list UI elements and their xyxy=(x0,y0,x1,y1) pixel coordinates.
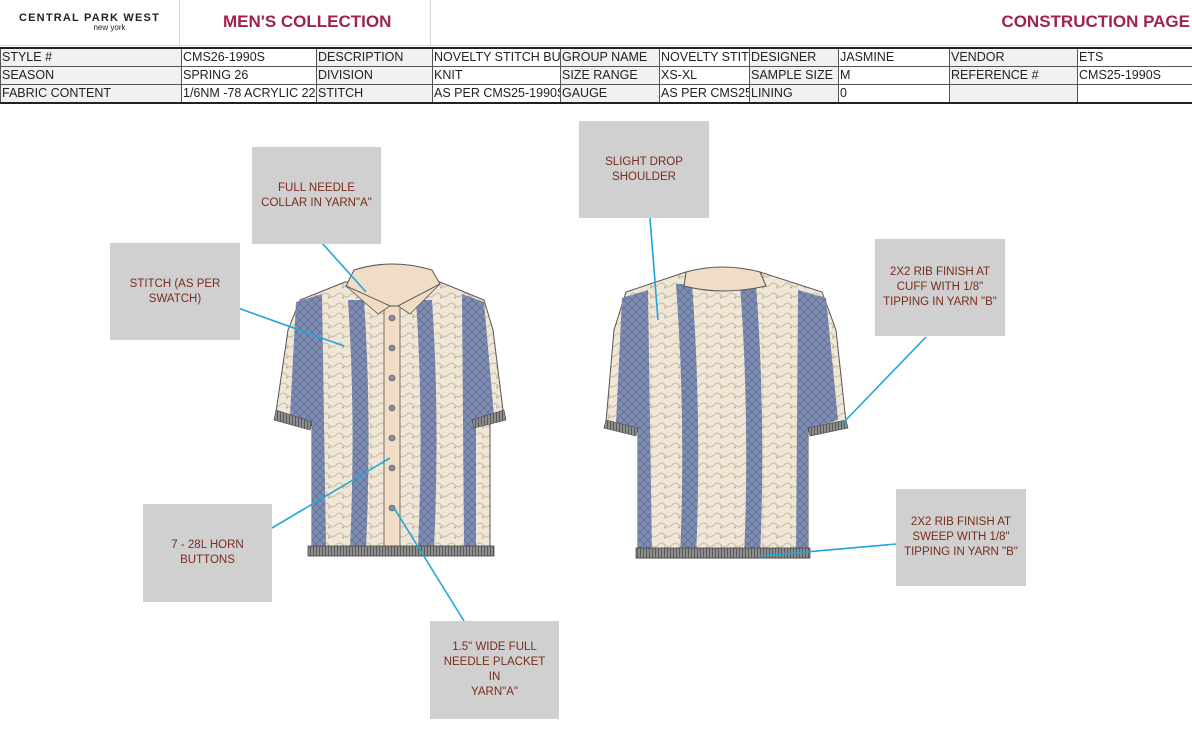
collection-title: MEN'S COLLECTION xyxy=(223,12,392,31)
spec-label: DESIGNER xyxy=(749,47,839,67)
spec-row: SEASON SPRING 26 DIVISION KNIT SIZE RANG… xyxy=(0,66,1192,85)
callout-collar: FULL NEEDLE COLLAR IN YARN"A" xyxy=(252,147,381,244)
spec-label: LINING xyxy=(749,84,839,104)
spec-label: STITCH xyxy=(316,84,433,104)
front-stripe xyxy=(416,300,437,548)
callout-stitch: STITCH (AS PER SWATCH) xyxy=(110,243,240,340)
back-stripe xyxy=(740,284,763,558)
back-stripe xyxy=(796,290,838,558)
front-sweep-rib xyxy=(307,545,495,557)
leader-cuff xyxy=(841,336,927,425)
right-cuff-rib xyxy=(471,409,507,429)
leader-buttons xyxy=(271,457,391,529)
spec-value[interactable]: AS PER CMS25-1990S xyxy=(432,84,561,104)
back-sweep-rib xyxy=(635,547,811,559)
back-right-cuff-rib xyxy=(807,419,849,437)
spec-value[interactable]: 1/6NM -78 ACRYLIC 22 xyxy=(181,84,317,104)
spec-label: STYLE # xyxy=(0,47,182,67)
spec-label: REFERENCE # xyxy=(949,66,1078,85)
left-cuff-rib xyxy=(273,409,313,431)
leader-lines xyxy=(237,217,927,622)
callout-cuff: 2X2 RIB FINISH AT CUFF WITH 1/8" TIPPING… xyxy=(875,239,1005,336)
spec-label: GROUP NAME xyxy=(560,47,660,67)
spec-value[interactable]: KNIT xyxy=(432,66,561,85)
spec-table: STYLE # CMS26-1990S DESCRIPTION NOVELTY … xyxy=(0,47,1192,104)
spec-label: SAMPLE SIZE xyxy=(749,66,839,85)
spec-label: DESCRIPTION xyxy=(316,47,433,67)
spec-value[interactable]: CMS25-1990S xyxy=(1077,66,1192,85)
brand-name: CENTRAL PARK WEST xyxy=(19,12,160,24)
front-stripe xyxy=(348,300,369,548)
callout-shoulder: SLIGHT DROP SHOULDER xyxy=(579,121,709,218)
brand-subtitle: new york xyxy=(93,23,126,32)
callout-placket: 1.5" WIDE FULL NEEDLE PLACKET IN YARN"A" xyxy=(430,621,559,719)
front-collar xyxy=(345,263,441,307)
spec-value[interactable]: SPRING 26 xyxy=(181,66,317,85)
front-placket xyxy=(383,303,401,549)
header-divider xyxy=(430,0,431,46)
leader-sweep xyxy=(759,543,897,557)
back-stripe xyxy=(676,284,699,558)
front-buttons xyxy=(388,314,396,512)
front-collar-fold xyxy=(345,283,441,315)
spec-label: VENDOR xyxy=(949,47,1078,67)
spec-value[interactable]: NOVELTY STITCH xyxy=(659,47,750,67)
leader-collar xyxy=(321,242,367,293)
spec-row: FABRIC CONTENT 1/6NM -78 ACRYLIC 22 STIT… xyxy=(0,84,1192,104)
front-shirt-illustration xyxy=(273,263,507,557)
sheet-header: CENTRAL PARK WEST new york MEN'S COLLECT… xyxy=(0,0,1192,46)
callout-buttons: 7 - 28L HORN BUTTONS xyxy=(143,504,272,602)
leader-placket xyxy=(393,507,465,622)
leader-shoulder xyxy=(649,217,659,321)
spec-label xyxy=(949,84,1078,104)
brand-logo: CENTRAL PARK WEST new york xyxy=(0,0,180,46)
spec-label: FABRIC CONTENT xyxy=(0,84,182,104)
back-left-cuff-rib xyxy=(603,419,639,437)
spec-label: SIZE RANGE xyxy=(560,66,660,85)
back-collar xyxy=(683,266,767,292)
spec-label: SEASON xyxy=(0,66,182,85)
back-shirt-illustration xyxy=(603,266,849,559)
spec-row: STYLE # CMS26-1990S DESCRIPTION NOVELTY … xyxy=(0,47,1192,67)
callout-sweep: 2X2 RIB FINISH AT SWEEP WITH 1/8" TIPPIN… xyxy=(896,489,1026,586)
back-stripe xyxy=(616,290,652,558)
spec-label: GAUGE xyxy=(560,84,660,104)
spec-value[interactable]: AS PER CMS25 xyxy=(659,84,750,104)
leader-stitch xyxy=(237,307,345,347)
spec-value[interactable]: XS-XL xyxy=(659,66,750,85)
page-title: CONSTRUCTION PAGE xyxy=(1001,12,1190,31)
